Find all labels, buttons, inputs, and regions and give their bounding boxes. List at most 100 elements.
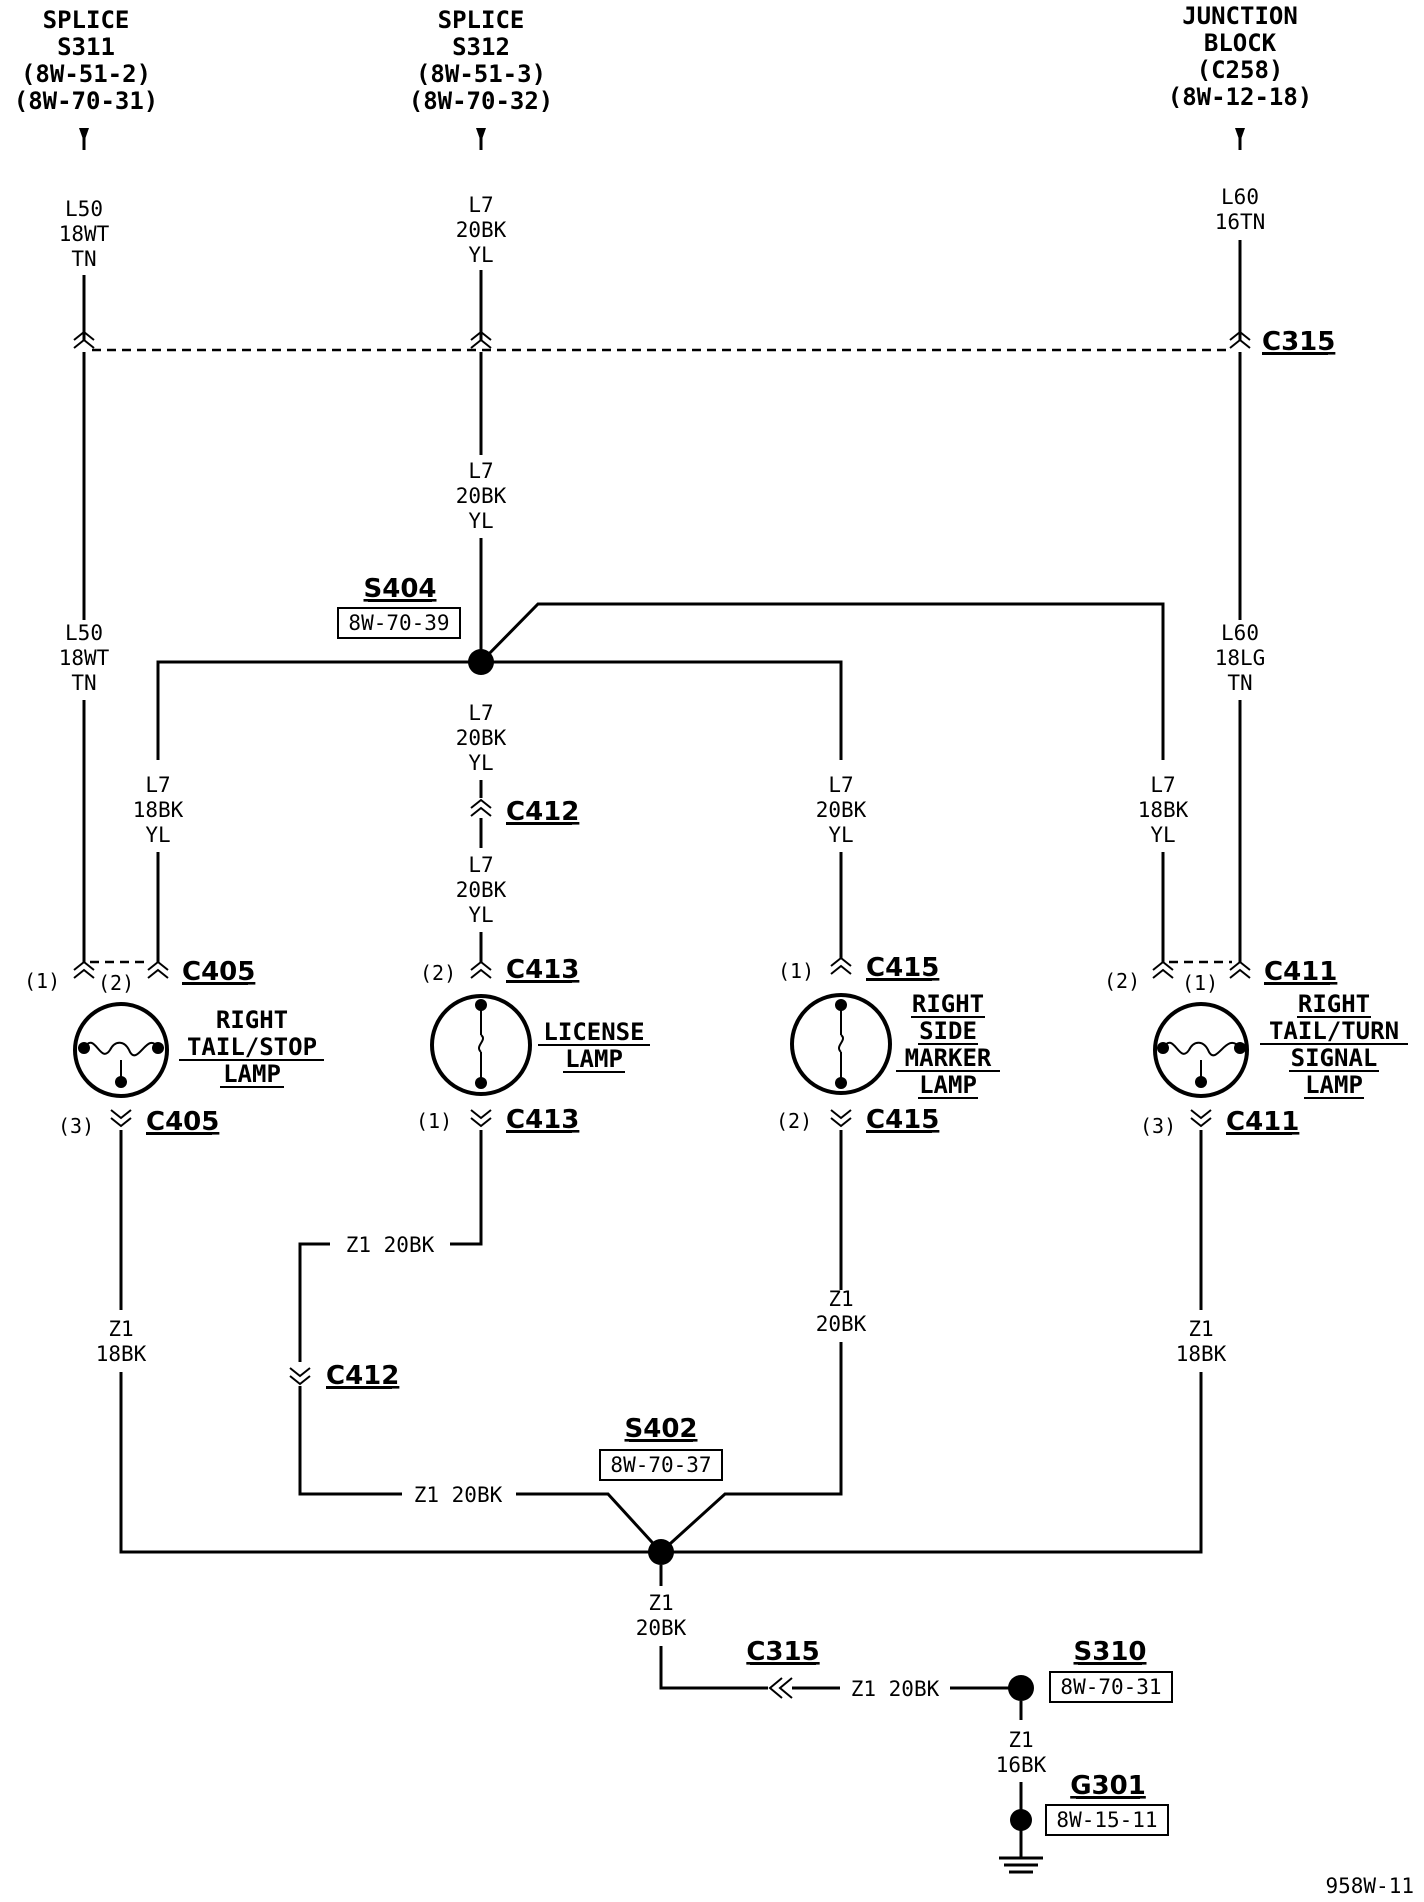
figure-id: 958W-11 [1325,1874,1414,1898]
splice-dot [648,1539,674,1565]
pin-label: (1) [778,959,814,983]
wire-label: Z1 20BK [346,1233,435,1257]
lamp-label: LAMP [223,1060,281,1088]
wire-label: TN [1227,671,1252,695]
wire-l60-top: L60 16TN [1215,185,1266,340]
source-label-line: BLOCK [1204,29,1277,57]
pin-label: (1) [416,1109,452,1133]
lamp-label: LAMP [919,1071,977,1099]
source-splice-s312: SPLICE S312 (8W-51-3) (8W-70-32) [409,6,554,115]
source-splice-s311: SPLICE S311 (8W-51-2) (8W-70-31) [14,6,159,115]
pin-label: (1) [1182,971,1218,995]
wire-label: 20BK [456,878,507,902]
wire-label: Z1 [1008,1728,1033,1752]
wire-l7-mid-label: L7 20BK YL [456,459,507,533]
wire-label: L7 [468,701,493,725]
wire-label: 18BK [1176,1342,1227,1366]
wire-label: 18BK [133,798,184,822]
splice-ref-box [337,607,461,639]
wire-label: YL [468,509,493,533]
splice-dot [1008,1675,1034,1701]
lamp-right-side-marker: (1) C415 RIGHT SIDE MARKER LAMP (2) C415 [776,953,1000,1135]
wire-label: L7 [468,853,493,877]
wire-label: L50 [65,197,103,221]
splice-ref-box [599,1449,723,1481]
wire-label: TN [71,671,96,695]
wire-label: 16TN [1215,210,1266,234]
wire-l7-branches [156,602,1165,760]
wire-label: YL [468,751,493,775]
wire-label: YL [1150,823,1175,847]
source-label-line: (8W-12-18) [1168,83,1313,111]
source-label-line: (8W-70-32) [409,87,554,115]
lamp-label: SIDE [919,1017,977,1045]
connector-c412-top: C412 [470,797,579,827]
wire-label: L7 [468,459,493,483]
connector-c315-bottom: C315 Z1 20BK [746,1637,1010,1701]
splice-ref: 8W-70-37 [610,1453,711,1477]
connector-label: C411 [1226,1107,1299,1137]
splice-ref: 8W-15-11 [1056,1808,1157,1832]
connector-label: C315 [1262,327,1335,357]
connector-label: C412 [506,797,579,827]
wire-label: Z1 [1188,1317,1213,1341]
source-label-line: (8W-51-2) [21,60,151,88]
connector-c412-bottom: C412 [289,1361,399,1391]
source-junction-block: JUNCTION BLOCK (C258) (8W-12-18) [1168,2,1313,111]
connector-label: C405 [146,1107,219,1137]
wire-l50-mid-label: L50 18WT TN [59,621,110,695]
wire-label: 20BK [816,1312,867,1336]
wire-label: L50 [65,621,103,645]
connector-label: C415 [866,953,939,983]
wire-l7-right: L7 18BK YL [1138,773,1189,962]
wire-label: 18BK [96,1342,147,1366]
wire-label: 20BK [636,1616,687,1640]
pin-label: (1) [24,969,60,993]
wire-l7-left: L7 18BK YL [133,773,184,962]
splice-name: G301 [1070,1771,1146,1801]
pin-label: (3) [58,1114,94,1138]
wire-label: L60 [1221,185,1259,209]
source-label-line: (C258) [1197,56,1284,84]
splice-s404: S404 8W-70-39 [337,574,494,675]
wire-l7-marker: L7 20BK YL [816,773,867,958]
splice-name: S402 [625,1414,698,1444]
splice-ref: 8W-70-39 [348,611,449,635]
lamp-label: MARKER [905,1044,992,1072]
wire-l50-top: L50 18WT TN [59,197,110,340]
wire-z1-left: Z1 18BK [96,1130,661,1554]
connector-label: C413 [506,1105,579,1135]
wire-label: 16BK [996,1753,1047,1777]
wire-label: 18WT [59,222,110,246]
source-label-line: JUNCTION [1182,2,1298,30]
lamp-right-tail-stop: (1) (2) C405 RIGHT TAIL/STOP LAMP (3) C4… [24,957,324,1138]
wire-label: Z1 [108,1317,133,1341]
connector-label: C413 [506,955,579,985]
lamp-license: (2) C413 LICENSE LAMP (1) C413 [416,955,650,1135]
wire-label: Z1 20BK [414,1483,503,1507]
wire-label: L7 [145,773,170,797]
splice-name: S404 [364,574,437,604]
lamp-label: RIGHT [912,990,984,1018]
source-label-line: SPLICE [438,6,525,34]
wire-z1-to-s402: Z1 20BK [298,1386,663,1554]
wire-label: 18BK [1138,798,1189,822]
lamp-bulb-icon [73,1002,169,1098]
connector-label: C415 [866,1105,939,1135]
splice-ref: 8W-70-31 [1060,1675,1161,1699]
pin-label: (2) [776,1109,812,1133]
wire-label: 18WT [59,646,110,670]
wire-z1-ground: Z1 16BK [996,1701,1047,1858]
source-label-line: (8W-51-3) [416,60,546,88]
source-label-line: S311 [57,33,115,61]
lamp-label: LAMP [1305,1071,1363,1099]
splice-s402: S402 8W-70-37 [599,1414,723,1565]
pin-label: (3) [1140,1114,1176,1138]
connector-label: C315 [746,1637,819,1667]
wire-label: YL [468,903,493,927]
wire-label: YL [145,823,170,847]
splice-s310: S310 8W-70-31 [1008,1637,1173,1703]
pin-label: (2) [420,961,456,985]
ground-g301: G301 8W-15-11 [1010,1771,1169,1836]
wire-label: YL [828,823,853,847]
